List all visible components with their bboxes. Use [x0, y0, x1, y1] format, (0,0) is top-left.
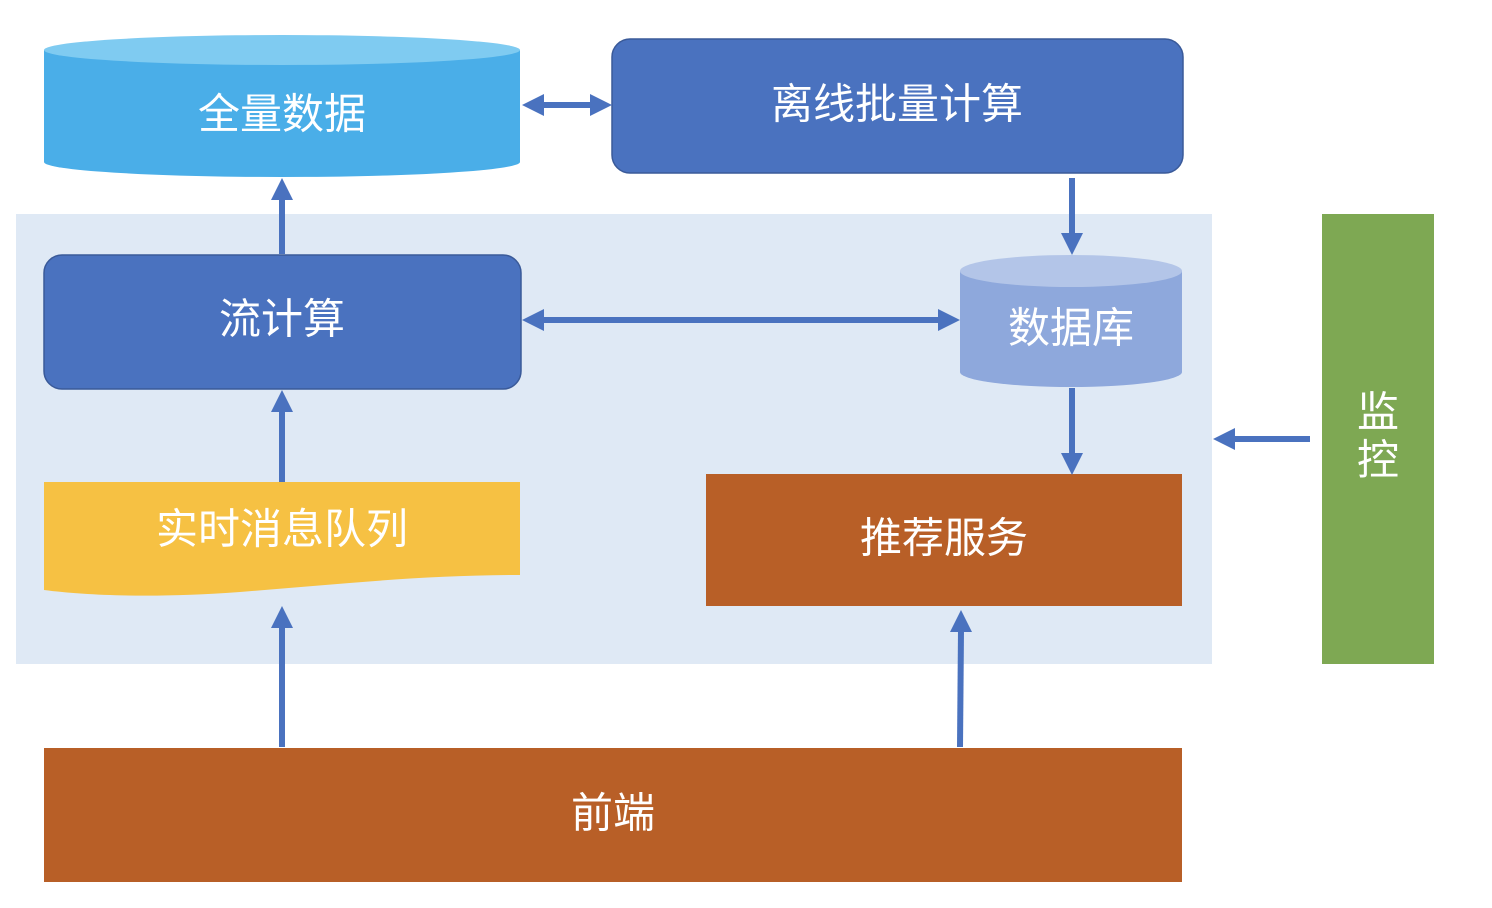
frontend-node: 前端 [44, 748, 1182, 882]
monitor-label-line2: 控 [1357, 436, 1399, 485]
message-queue-node: 实时消息队列 [44, 482, 520, 596]
arrow-stream-to-full-data [271, 178, 293, 254]
stream-compute-label: 流计算 [219, 295, 345, 344]
recommend-service-node: 推荐服务 [706, 474, 1182, 606]
arrow-database-to-recommend [1061, 388, 1083, 475]
frontend-label: 前端 [571, 789, 655, 838]
arrow-full-data-offline [522, 94, 612, 116]
offline-batch-label: 离线批量计算 [771, 80, 1023, 129]
message-queue-label: 实时消息队列 [156, 505, 408, 554]
offline-batch-node: 离线批量计算 [611, 38, 1184, 174]
arrow-queue-to-stream [271, 390, 293, 482]
monitor-label-line1: 监 [1357, 388, 1399, 437]
database-node: 数据库 [960, 255, 1182, 387]
database-label: 数据库 [1008, 304, 1134, 353]
full-data-node: 全量数据 [44, 35, 520, 177]
arrow-frontend-to-queue [271, 606, 293, 747]
stream-compute-node: 流计算 [43, 254, 522, 390]
arrow-stream-database [522, 309, 960, 331]
full-data-label: 全量数据 [198, 90, 366, 139]
monitor-node: 监 控 [1322, 214, 1434, 664]
arrow-frontend-to-recommend [950, 610, 972, 748]
arrows [271, 94, 1310, 748]
arrow-monitor-to-region [1213, 428, 1310, 450]
arrow-offline-to-database [1061, 178, 1083, 255]
recommend-service-label: 推荐服务 [860, 514, 1028, 563]
